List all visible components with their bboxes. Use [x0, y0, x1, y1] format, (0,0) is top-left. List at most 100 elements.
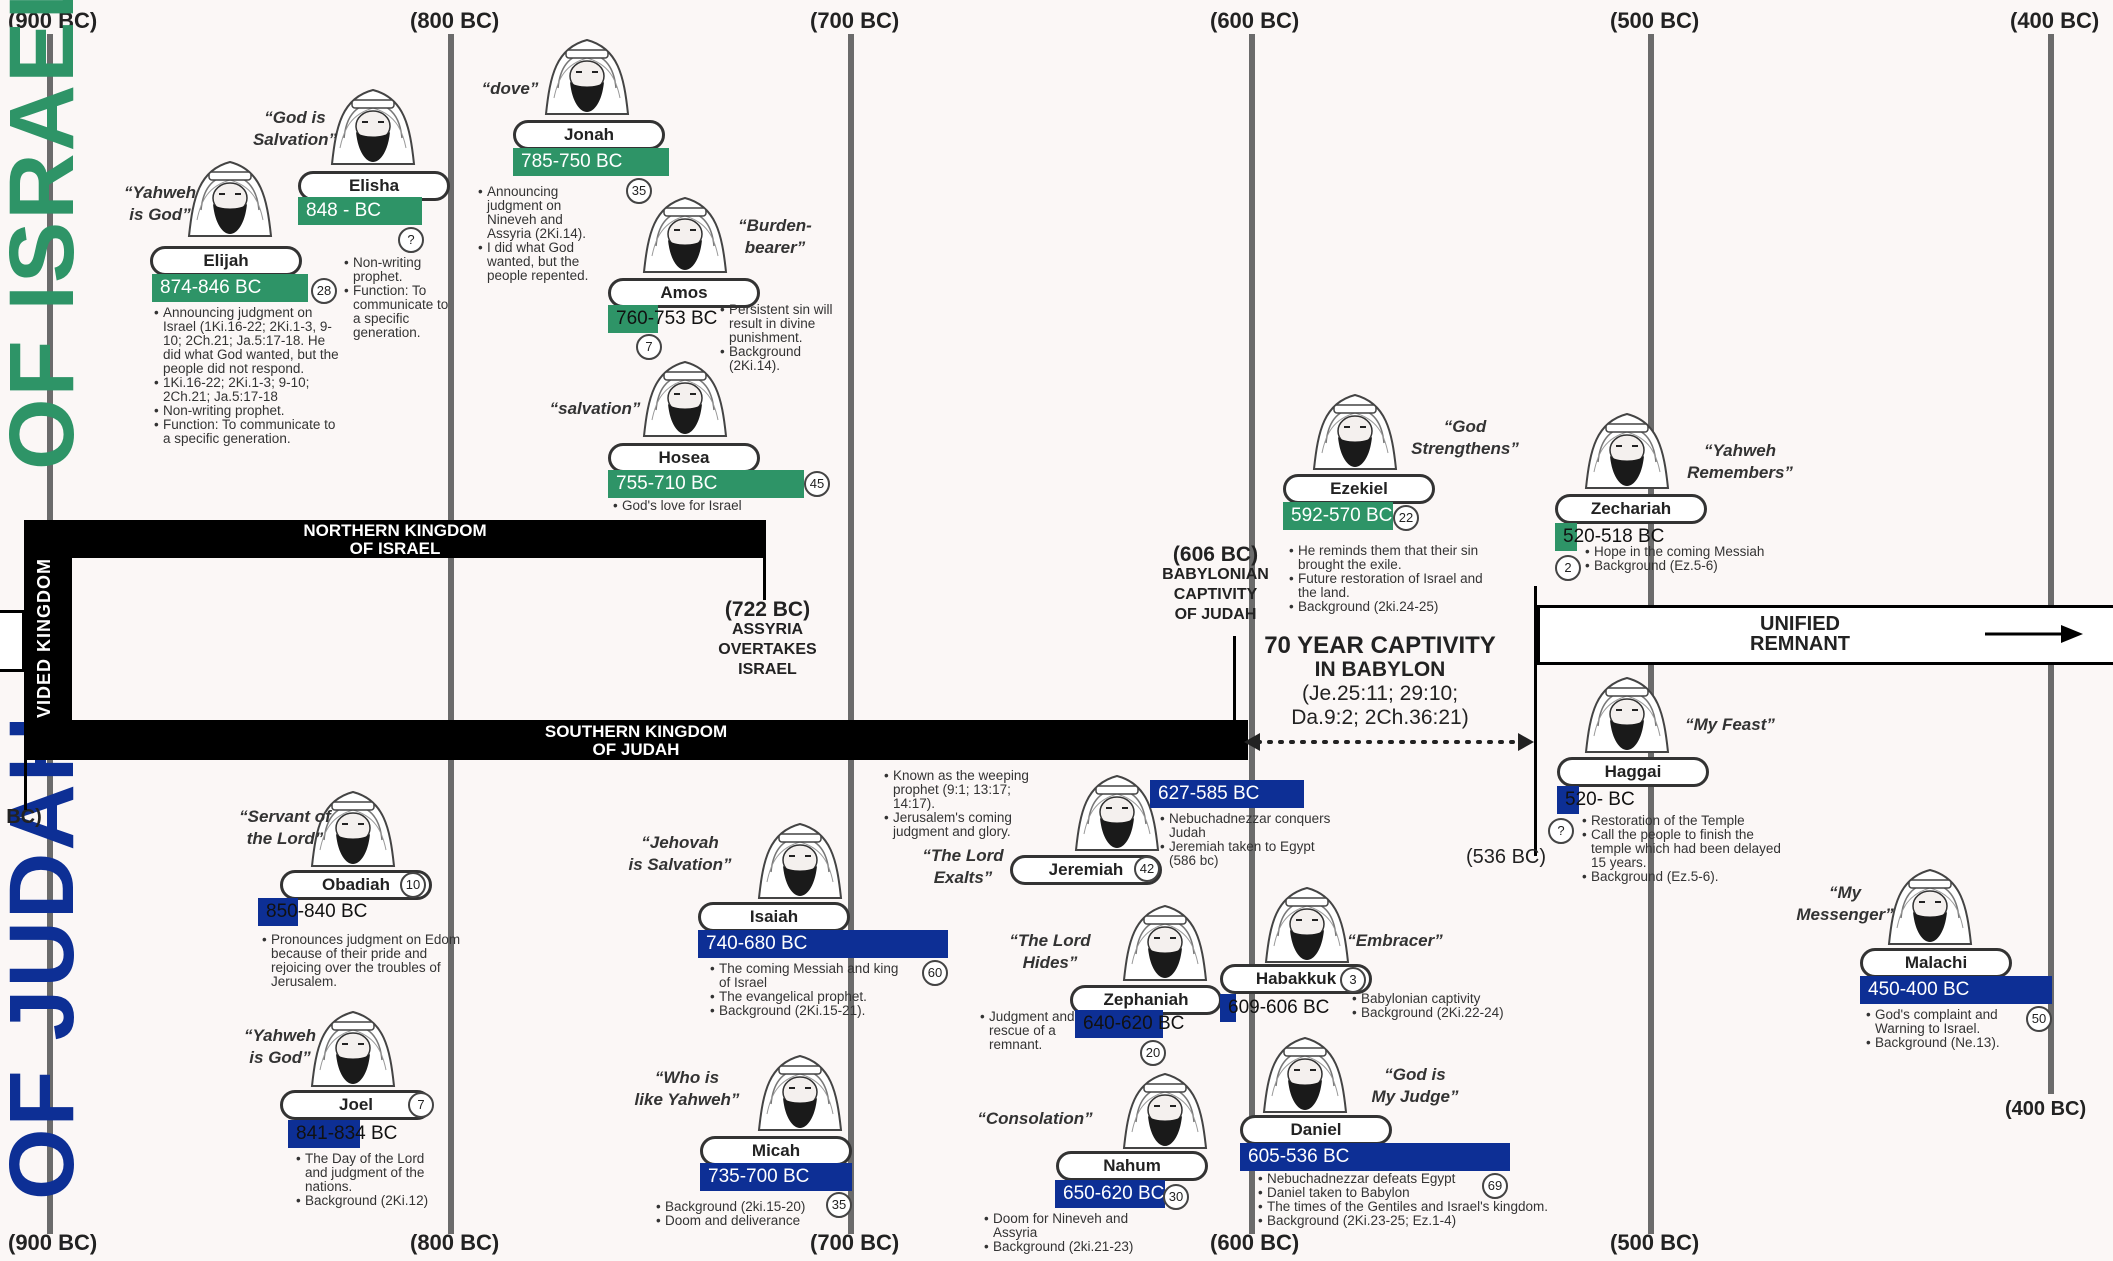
malachi-dates: 450-400 BC: [1868, 979, 1970, 1000]
jeremiah-chapter-badge: 42: [1134, 856, 1160, 882]
haggai-notes: Restoration of the TempleCall the people…: [1582, 814, 1782, 885]
ezekiel-chapter-badge: 22: [1393, 505, 1419, 531]
event-end-date: (400 BC): [2005, 1098, 2087, 1120]
elijah-name-tag: Elijah: [150, 246, 302, 276]
jeremiah-date-box: 627-585 BC: [1150, 780, 1304, 808]
event-assyria-l3: ISRAEL: [738, 661, 797, 678]
event-captivity-l3: (Je.25:11; 29:10;: [1301, 682, 1459, 705]
southern-kingdom-line2: OF JUDAH: [592, 740, 680, 759]
isaiah-notes: The coming Messiah and king of IsraelThe…: [710, 962, 910, 1019]
zephaniah-dates: 640-620 BC: [1083, 1013, 1185, 1034]
note-item: Doom for Nineveh and Assyria: [984, 1212, 1144, 1240]
prophet-head-icon: [1584, 412, 1670, 489]
zechariah-notes: Hope in the coming MessiahBackground (Ez…: [1585, 545, 1795, 574]
elijah-chapter-badge: 28: [311, 278, 337, 304]
note-item: Doom and deliverance: [656, 1214, 846, 1229]
malachi-name-tag: Malachi: [1860, 948, 2012, 978]
southern-kingdom-bar: SOUTHERN KINGDOM OF JUDAH: [24, 720, 1248, 760]
prophet-head-icon: [310, 790, 396, 867]
elisha-date-box: 848 - BC: [298, 197, 422, 225]
jonah-dates: 785-750 BC: [521, 151, 623, 172]
habakkuk-date-fill: [1220, 994, 1236, 1022]
elijah-dates: 874-846 BC: [160, 277, 262, 298]
note-item: Function: To communicate to a specific g…: [154, 418, 344, 446]
note-item: Background (2Ki.22-24): [1352, 1006, 1522, 1021]
isaiah-dates: 740-680 BC: [706, 933, 808, 954]
zephaniah-portrait: [1110, 894, 1220, 989]
note-item: Background (Ez.5-6).: [1582, 870, 1782, 885]
note-item: Background (2ki.21-23): [984, 1240, 1144, 1255]
jonah-notes: Announcing judgment on Nineveh and Assyr…: [478, 185, 598, 283]
nahum-dates: 650-620 BC: [1063, 1183, 1165, 1204]
nahum-date-box: 650-620 BC: [1055, 1180, 1165, 1208]
malachi-portrait: [1875, 858, 1985, 953]
unified-remnant-label: UNIFIED REMNANT: [1750, 614, 1850, 654]
daniel-date-fill: [1240, 1143, 1510, 1171]
nahum-date-fill: [1055, 1180, 1165, 1208]
remnant-vertical: [1534, 586, 1537, 856]
divided-stub: [24, 760, 27, 810]
note-item: Pronounces judgment on Edom because of t…: [262, 933, 462, 989]
captivity-arrow: [1244, 733, 1534, 751]
line-400bc: [2048, 34, 2054, 1094]
babylon-tick: [1233, 636, 1236, 726]
arrow-right-icon: [1985, 625, 2083, 643]
left-stub: [0, 610, 25, 672]
micah-dates: 735-700 BC: [708, 1166, 810, 1187]
amos-notes: Persistent sin will result in divine pun…: [720, 303, 850, 373]
note-item: Restoration of the Temple: [1582, 814, 1782, 829]
note-item: The Day of the Lord and judgment of the …: [296, 1152, 446, 1194]
hosea-name-tag: Hosea: [608, 443, 760, 473]
hosea-chapter-badge: 45: [804, 471, 830, 497]
nahum-notes: Doom for Nineveh and AssyriaBackground (…: [984, 1212, 1144, 1255]
prophet-head-icon: [642, 360, 728, 437]
note-item: Background (2Ki.15-21).: [710, 1004, 910, 1019]
note-item: Background (2Ki.12): [296, 1194, 446, 1209]
jonah-chapter-badge: 35: [626, 178, 652, 204]
haggai-date-box: 520- BC: [1557, 786, 1657, 814]
elisha-chapter-badge: ?: [398, 227, 424, 253]
isaiah-portrait: [745, 812, 855, 907]
note-item: Nebuchadnezzar conquers Judah: [1160, 812, 1340, 840]
note-item: He reminds them that their sin brought t…: [1289, 544, 1489, 572]
zephaniah-notes: Judgment and rescue of a remnant.: [980, 1010, 1100, 1052]
haggai-dates: 520- BC: [1565, 789, 1635, 810]
obadiah-dates: 850-840 BC: [266, 901, 368, 922]
note-item: Hope in the coming Messiah: [1585, 545, 1795, 560]
prophet-head-icon: [642, 196, 728, 273]
note-item: Nebuchadnezzar defeats Egypt: [1258, 1172, 1578, 1187]
nahum-meaning: “Consolation”: [977, 1109, 1093, 1128]
nahum-chapter-badge: 30: [1163, 1184, 1189, 1210]
amos-chapter-badge: 7: [636, 334, 662, 360]
event-assyria: (722 BC) ASSYRIA OVERTAKES ISRAEL: [705, 599, 830, 680]
micah-notes: Background (2ki.15-20)Doom and deliveran…: [656, 1200, 846, 1229]
note-item: Background (Ne.13).: [1866, 1036, 2046, 1051]
zechariah-chapter-badge: 2: [1555, 555, 1581, 581]
jonah-portrait: [532, 28, 642, 123]
unified-remnant-box: UNIFIED REMNANT: [1537, 605, 2113, 665]
event-return-date: (536 BC): [1466, 846, 1547, 868]
note-item: Call the people to finish the temple whi…: [1582, 828, 1782, 870]
hosea-portrait: [630, 350, 740, 445]
malachi-notes: God's complaint and Warning to Israel.Ba…: [1866, 1008, 2046, 1051]
side-title-israel: OF ISRAEL: [0, 0, 93, 470]
haggai-date-fill: [1557, 786, 1579, 814]
axis-top-500: (500 BC): [1610, 8, 1700, 33]
elijah-date-fill: [152, 274, 308, 302]
elisha-dates: 848 - BC: [306, 200, 381, 221]
jonah-date-box: 785-750 BC: [513, 148, 669, 176]
note-item: The evangelical prophet.: [710, 990, 910, 1005]
amos-portrait: [630, 186, 740, 281]
line-800bc: [448, 34, 454, 1234]
micah-name-tag: Micah: [700, 1136, 852, 1166]
event-captivity: 70 YEAR CAPTIVITY IN BABYLON (Je.25:11; …: [1260, 634, 1500, 730]
haggai-name-tag: Haggai: [1557, 757, 1709, 787]
zechariah-dates: 520-518 BC: [1563, 526, 1665, 547]
obadiah-date-box: 850-840 BC: [258, 898, 398, 926]
note-item: Background (Ez.5-6): [1585, 559, 1795, 574]
amos-dates: 760-753 BC: [616, 308, 718, 329]
